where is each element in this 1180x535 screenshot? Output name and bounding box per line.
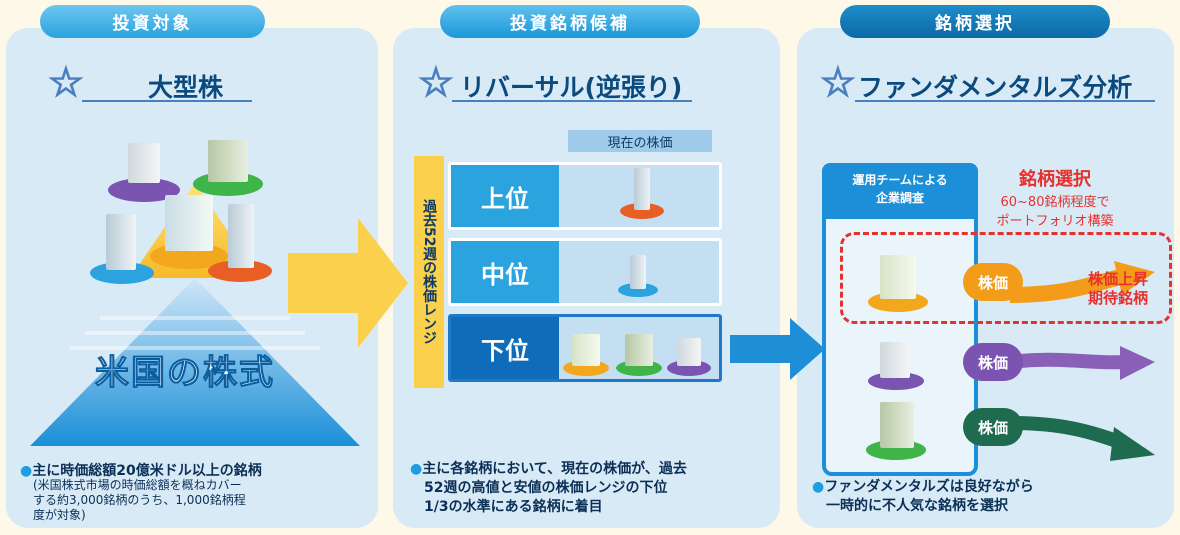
- flat-arrow-icon: [1010, 346, 1155, 380]
- tab-investment-target: 投資対象: [40, 5, 265, 38]
- heading-large-cap: 大型株: [148, 73, 224, 102]
- stock-price-pill-down: 株価: [963, 408, 1023, 446]
- note-line: (米国株式市場の時価総額を概ねカバー: [33, 478, 242, 492]
- blue-platform: [618, 283, 658, 297]
- selection-sub: ポートフォリオ構築: [996, 214, 1114, 229]
- selection-callout: 銘柄選択 60~80銘柄程度で ポートフォリオ構築: [995, 165, 1115, 229]
- note-line: 一時的に不人気な銘柄を選択: [826, 498, 1008, 514]
- building-icon: [106, 214, 136, 270]
- heading-reversal: リバーサル(逆張り): [460, 73, 683, 102]
- building-icon: [208, 140, 248, 182]
- heading-underline: [855, 100, 1155, 102]
- selection-title: 銘柄選択: [1019, 169, 1091, 190]
- red-platform: [620, 203, 664, 219]
- team-label-line: 企業調査: [875, 191, 924, 205]
- selected-stock-highlight: [840, 232, 1172, 324]
- column-header-current-price: 現在の株価: [568, 130, 712, 152]
- building-icon: [880, 255, 916, 299]
- note-line: 52週の高値と安値の株価レンジの下位: [424, 480, 668, 496]
- building-icon: [630, 255, 646, 289]
- rise-expected-label: 株価上昇 期待銘柄: [1088, 270, 1148, 308]
- building-icon: [165, 195, 213, 251]
- note-line: 主に各銘柄において、現在の株価が、過去: [422, 461, 687, 477]
- arrow-right-icon: [288, 218, 408, 348]
- star-icon: ☆: [417, 60, 454, 106]
- star-icon: ☆: [47, 60, 84, 106]
- team-label-line: 運用チームによる: [852, 173, 948, 187]
- building-icon: [572, 334, 600, 366]
- row-middle: 中位: [448, 238, 722, 306]
- row-upper: 上位: [448, 162, 722, 230]
- tab-candidate-stocks: 投資銘柄候補: [440, 5, 700, 38]
- row-label-middle: 中位: [451, 241, 559, 303]
- note-reversal: ●主に各銘柄において、現在の株価が、過去 52週の高値と安値の株価レンジの下位 …: [410, 461, 687, 515]
- note-text: 主に時価総額20億米ドル以上の銘柄: [32, 463, 262, 479]
- row-label-lower: 下位: [451, 317, 559, 379]
- building-icon: [625, 334, 653, 366]
- heading-underline: [82, 100, 252, 102]
- rise-label-line: 株価上昇: [1088, 270, 1149, 288]
- stock-price-pill-flat: 株価: [963, 343, 1023, 381]
- tab-stock-selection: 銘柄選択: [840, 5, 1110, 38]
- note-detail: (米国株式市場の時価総額を概ねカバー する約3,000銘柄のうち、1,000銘柄…: [33, 478, 246, 523]
- pyramid-label: 米国の株式: [95, 353, 275, 394]
- rise-label-line: 期待銘柄: [1088, 289, 1149, 307]
- red-platform: [208, 260, 272, 282]
- side-label-52week-range: 過去52週の株価レンジ: [414, 156, 444, 388]
- note-line: 度が対象): [33, 508, 86, 522]
- heading-fundamental-analysis: ファンダメンタルズ分析: [858, 73, 1133, 102]
- building-icon: [880, 342, 910, 378]
- rising-arrow-icon: [1010, 261, 1155, 303]
- building-icon: [677, 338, 701, 366]
- heading-underline: [452, 100, 692, 102]
- arrow-right-icon: [730, 318, 825, 380]
- stock-price-pill-up: 株価: [963, 263, 1023, 301]
- falling-arrow-icon: [1010, 416, 1155, 461]
- note-line: 1/3の水準にある銘柄に着目: [424, 499, 603, 515]
- team-research-label: 運用チームによる 企業調査: [822, 163, 978, 219]
- note-line: ファンダメンタルズは良好ながら: [824, 479, 1034, 495]
- row-label-upper: 上位: [451, 165, 559, 227]
- building-icon: [634, 168, 650, 210]
- building-icon: [228, 204, 254, 268]
- selection-sub: 60~80銘柄程度で: [1000, 195, 1110, 210]
- building-icon: [880, 402, 914, 448]
- building-icon: [128, 143, 160, 183]
- note-fundamentals: ●ファンダメンタルズは良好ながら 一時的に不人気な銘柄を選択: [812, 479, 1034, 514]
- note-market-cap: ●主に時価総額20億米ドル以上の銘柄: [20, 463, 262, 479]
- star-icon: ☆: [819, 60, 856, 106]
- pyramid-base: [30, 278, 360, 446]
- note-line: する約3,000銘柄のうち、1,000銘柄程: [33, 493, 246, 507]
